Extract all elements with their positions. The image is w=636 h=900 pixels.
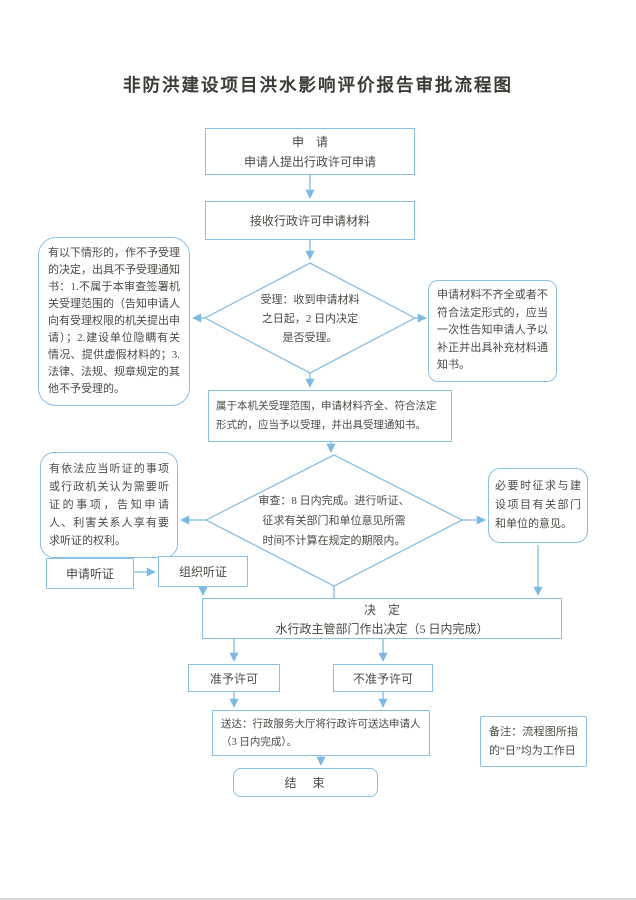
note-not-accepted-conditions: 有以下情形的，作不予受理的决定，出具不予受理通知书：1.不属于本审查签署机关受理… [38,237,190,406]
review-line-2: 征求有关部门和单位意见所需 [262,515,406,527]
flow-node-deliver: 送达：行政服务大厅将行政许可送达申请人 （3 日内完成）。 [212,710,430,756]
review-line-1: 审查：8 日内完成。进行听证、 [258,495,410,507]
accept-line-2: 之日起，2 日内决定 [261,313,359,325]
page-title: 非防洪建设项目洪水影响评价报告审批流程图 [123,75,513,95]
note-hearing-rights: 有依法应当听证的事项或行政机关认为需要听证的事项，告知申请人、利害关系人享有要求… [40,452,178,558]
decision-diamond-accept: 受理：收到申请材料 之日起，2 日内决定 是否受理。 [225,291,395,348]
apply-desc: 申请人提出行政许可申请 [243,155,376,169]
flow-node-decision: 决 定 水行政主管部门作出决定（5 日内完成） [202,598,562,639]
accept-line-1: 受理：收到申请材料 [260,294,360,306]
note-remark: 备注：流程图所指的“日”均为工作日 [480,716,587,767]
note-supplement-materials: 申请材料不齐全或者不符合法定形式的，应当一次性告知申请人予以补正并出具补充材料通… [428,280,557,382]
deliver-line-2: （3 日内完成）。 [221,737,298,748]
flow-node-deny-permit: 不准予许可 [333,664,433,692]
decision-title: 决 定 [363,602,400,617]
deliver-line-1: 送达：行政服务大厅将行政许可送达申请人 [221,719,421,730]
decision-desc: 水行政主管部门作出决定（5 日内完成） [275,621,489,636]
decision-diamond-review: 审查：8 日内完成。进行听证、 征求有关部门和单位意见所需 时间不计算在规定的期… [232,491,436,551]
apply-title: 申 请 [291,135,328,149]
flow-node-grant-permit: 准予许可 [188,664,280,692]
flow-node-apply-hearing: 申请听证 [46,558,134,589]
flow-node-organize-hearing: 组织听证 [158,556,248,587]
connector-lines [85,175,543,766]
flow-node-receive: 接收行政许可申请材料 [205,201,415,240]
review-line-3: 时间不计算在规定的期限内。 [262,535,406,547]
flow-node-accepted: 属于本机关受理范围，申请材料齐全、符合法定形式的，应当予以受理，并出具受理通知书… [208,390,452,442]
flow-node-apply: 申 请 申请人提出行政许可申请 [205,128,415,175]
accept-line-3: 是否受理。 [282,332,338,344]
note-consult-opinions: 必要时征求与建设项目有关部门和单位的意见。 [488,468,588,543]
flow-node-end: 结 束 [233,768,378,797]
